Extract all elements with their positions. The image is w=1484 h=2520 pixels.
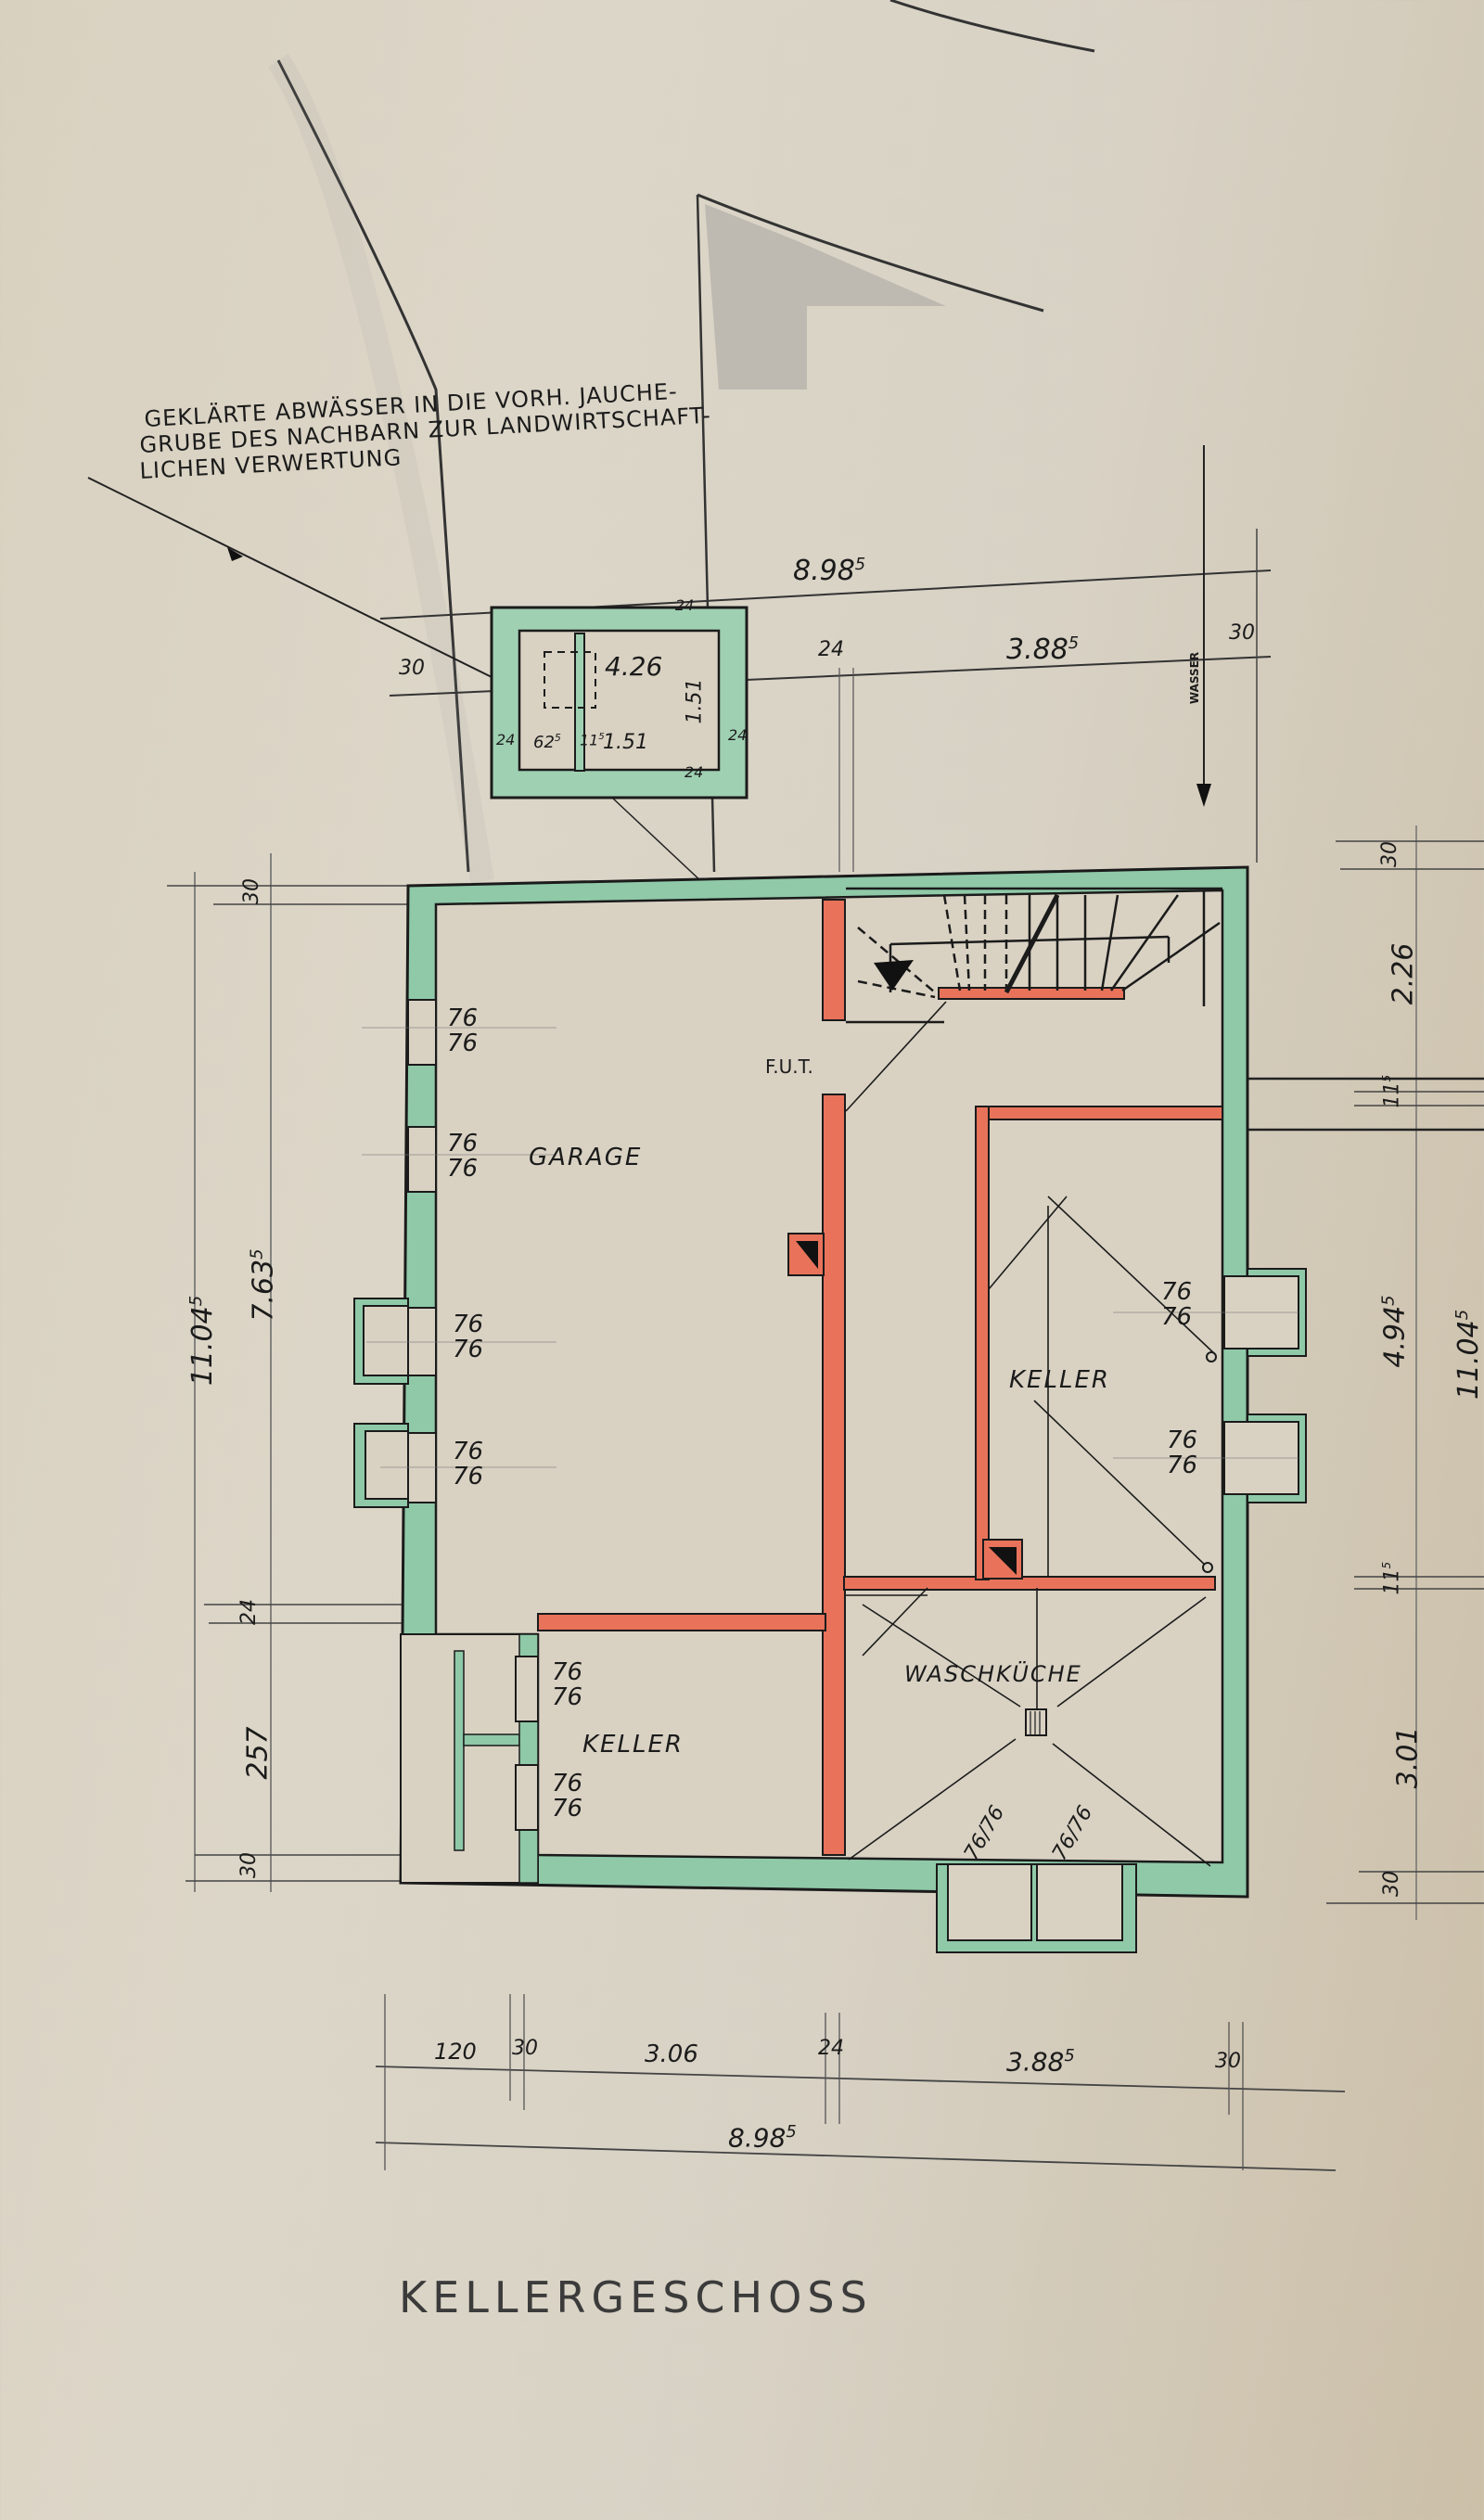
right-overall-dim: 11.045 xyxy=(1452,1309,1484,1401)
interior-walls xyxy=(537,899,1223,1856)
bottom-seg3-dim: 3.06 xyxy=(645,2040,698,2068)
room-label-keller-right: KELLER xyxy=(1009,1366,1110,1394)
wasser-label: WASSER xyxy=(1188,651,1202,705)
tank-divider-dim: 115 xyxy=(580,731,605,749)
stair xyxy=(846,887,1222,1024)
bottom-seg2-dim: 30 xyxy=(512,2037,538,2060)
right-top-wall-dim: 30 xyxy=(1378,841,1401,867)
left-garage-dim: 7.635 xyxy=(247,1248,280,1322)
bottom-seg4-dim: 24 xyxy=(818,2037,844,2060)
bottom-seg1-dim: 120 xyxy=(434,2039,477,2065)
room-label-garage: GARAGE xyxy=(529,1144,643,1171)
right-wasch-dim: 3.01 xyxy=(1391,1726,1425,1789)
right-wall2-dim: 115 xyxy=(1380,1561,1404,1595)
tank-length-dim: 4.26 xyxy=(605,651,663,682)
tank-wall-top-dim: 24 xyxy=(675,596,695,614)
room-label-fut: F.U.T. xyxy=(765,1055,813,1078)
tank-inner-width-dim: 1.51 xyxy=(603,731,648,754)
tank-wall-right-dim: 24 xyxy=(728,726,748,744)
left-inner-wall-dim: 24 xyxy=(237,1599,261,1625)
right-bottom-wall-dim: 30 xyxy=(1380,1871,1403,1897)
tank-inner-height-dim: 1.51 xyxy=(683,678,707,724)
tank-wall-left-dim: 24 xyxy=(496,731,516,748)
bottom-seg6-dim: 30 xyxy=(1215,2050,1241,2073)
right-wall1-dim: 115 xyxy=(1380,1074,1404,1108)
left-bottom-wall-dim: 30 xyxy=(237,1852,261,1878)
tank-chamber-dim: 625 xyxy=(533,732,561,752)
top-inner-wall-dim: 24 xyxy=(818,638,844,661)
left-overall-dim: 11.045 xyxy=(186,1295,220,1387)
tank-wall-bottom-dim: 24 xyxy=(684,763,704,781)
drawing-title: KELLERGESCHOSS xyxy=(399,2272,873,2322)
right-keller-dim: 4.945 xyxy=(1378,1295,1412,1368)
top-right-span-dim: 3.885 xyxy=(1006,633,1080,666)
left-keller-dim: 257 xyxy=(241,1726,275,1780)
top-right-wall-dim: 30 xyxy=(1229,621,1255,645)
room-label-keller-bottom: KELLER xyxy=(582,1731,684,1759)
site-boundary-curve xyxy=(276,59,470,873)
bottom-overall-dim: 8.985 xyxy=(728,2122,797,2154)
left-top-wall-dim: 30 xyxy=(240,878,263,904)
tank-offset-dim: 30 xyxy=(399,657,425,680)
room-label-waschkueche: WASCHKÜCHE xyxy=(904,1661,1082,1687)
top-overall-dim: 8.985 xyxy=(793,555,866,587)
right-stair-dim: 2.26 xyxy=(1387,942,1420,1005)
bottom-seg5-dim: 3.885 xyxy=(1006,2046,1075,2078)
